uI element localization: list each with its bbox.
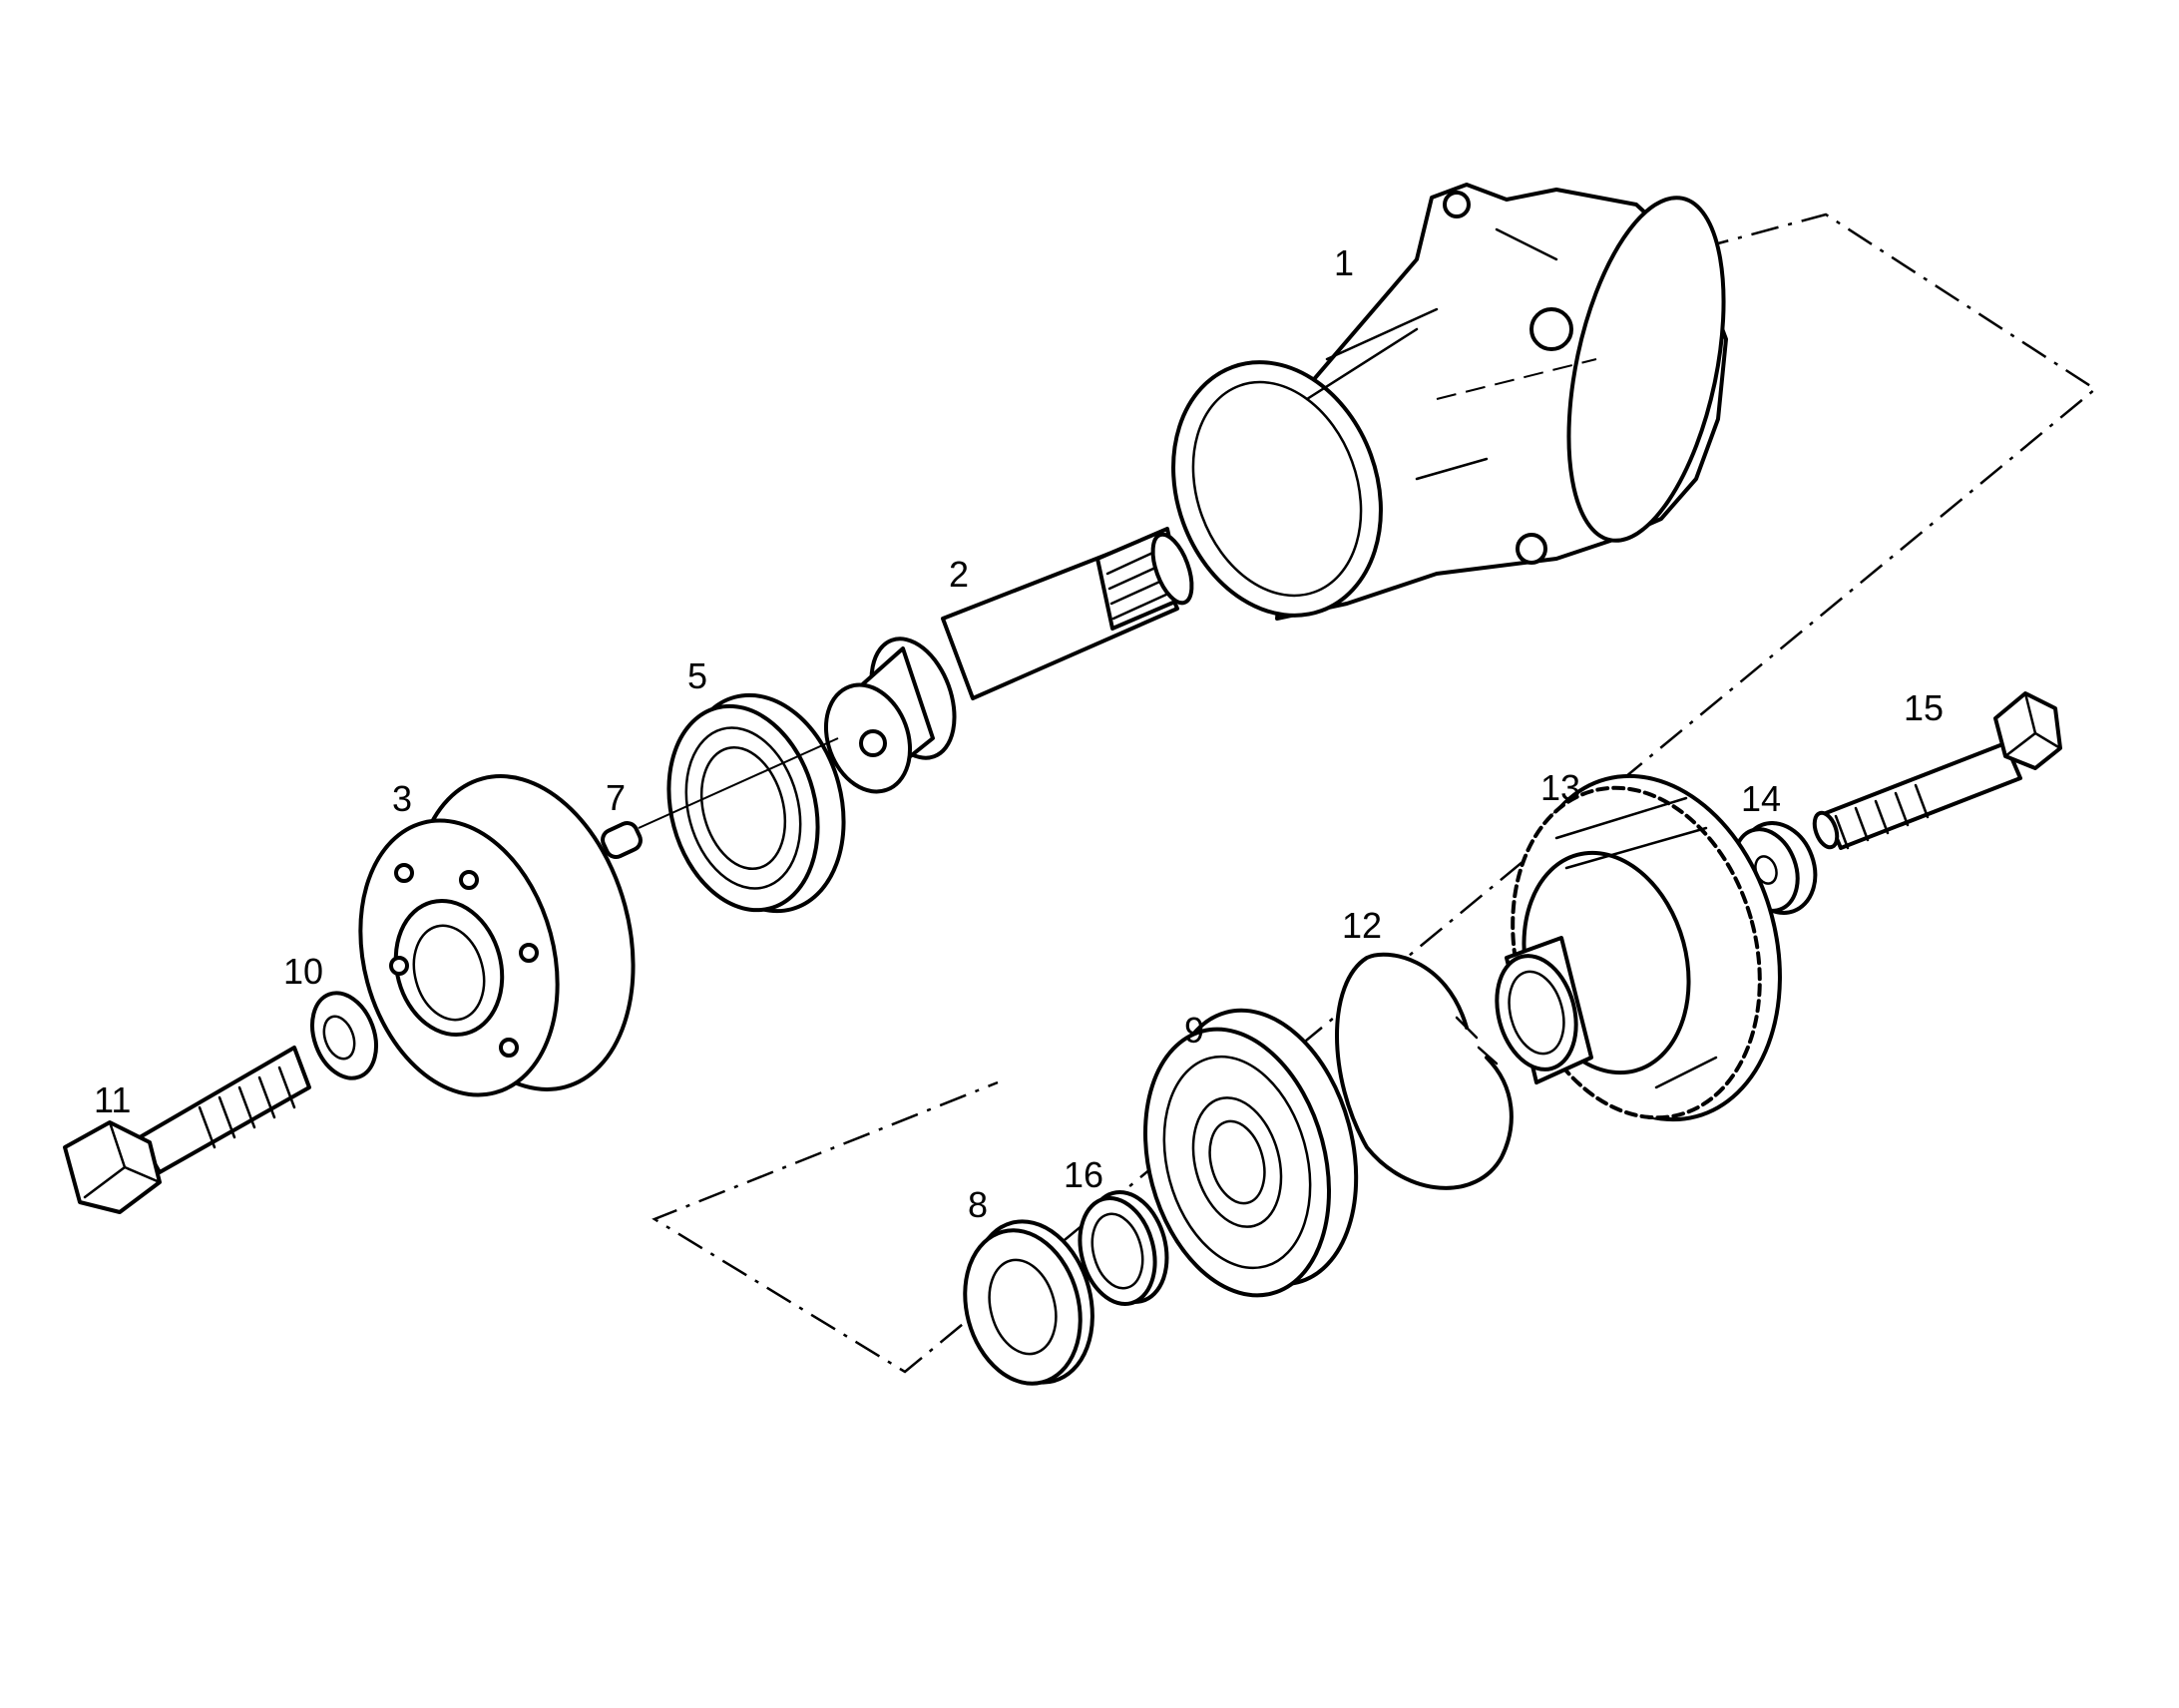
part-15-bolt	[1812, 691, 2062, 850]
callout-3: 3	[392, 778, 412, 819]
callout-14: 14	[1741, 778, 1781, 819]
part-16-ring	[1078, 1190, 1169, 1306]
callout-11: 11	[94, 1079, 131, 1120]
part-1-housing	[1171, 183, 1728, 621]
callout-9: 9	[1184, 1010, 1204, 1051]
part-12-circlip	[1335, 952, 1514, 1190]
part-11-bolt	[63, 1046, 311, 1214]
assembly-group-outline	[652, 213, 2098, 1374]
callout-1: 1	[1334, 242, 1354, 283]
part-2-shaft	[823, 527, 1194, 794]
part-3-flange	[358, 774, 636, 1097]
callout-5: 5	[687, 655, 707, 696]
callout-7: 7	[606, 777, 626, 818]
callout-10: 10	[283, 951, 323, 992]
callout-13: 13	[1540, 767, 1580, 808]
part-10-washer	[310, 991, 378, 1080]
part-13-gear	[1495, 773, 1782, 1122]
part-8-seal	[963, 1219, 1094, 1386]
part-5-bearing	[666, 692, 846, 914]
part-9-bearing	[1142, 1008, 1359, 1298]
callout-8: 8	[968, 1184, 988, 1225]
callout-16: 16	[1064, 1154, 1103, 1195]
callout-12: 12	[1342, 905, 1382, 946]
part-7-pin	[601, 737, 839, 860]
callout-2: 2	[949, 554, 969, 595]
callout-15: 15	[1904, 687, 1944, 728]
